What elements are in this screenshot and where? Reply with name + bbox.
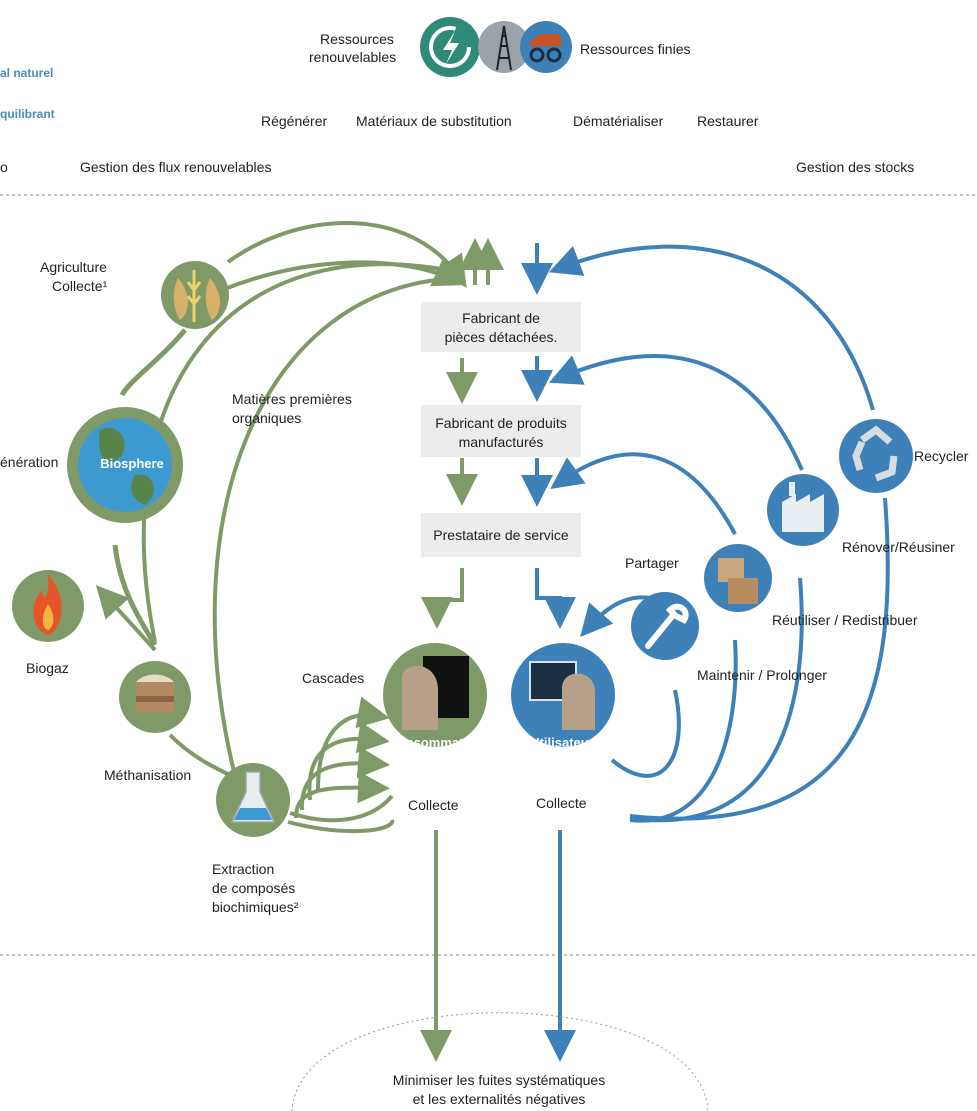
agriculture-label: Agriculture: [40, 259, 107, 275]
user-label: Utilisateur: [530, 735, 594, 750]
leakage-zone-outline: [291, 1012, 709, 1111]
biogas-label: Biogaz: [26, 660, 69, 676]
collect-footnote-label: Collecte¹: [52, 278, 108, 294]
service-provider-box: [421, 513, 581, 557]
share-label: Partager: [625, 555, 679, 571]
recycle-icon: [839, 419, 913, 493]
methanisation-icon: [119, 661, 191, 733]
recycle-label: Recycler: [914, 448, 969, 464]
cascades-label: Cascades: [302, 670, 364, 686]
product-manufacturer-box: [421, 405, 581, 457]
action-regenerate: Régénérer: [261, 113, 327, 129]
reuse-label: Réutiliser / Redistribuer: [772, 612, 918, 628]
boxes-icon: [704, 544, 772, 612]
stock-management-label: Gestion des stocks: [796, 159, 914, 175]
maintain-label: Maintenir / Prolonger: [697, 667, 827, 683]
agriculture-icon: [161, 261, 229, 329]
technical-flows: [521, 243, 890, 1062]
biosphere-globe-icon: [67, 407, 183, 523]
product-manufacturer-line1: Fabricant de produits: [435, 415, 567, 431]
extraction-label-line1: Extraction: [212, 861, 274, 877]
minimize-leaks-line2: et les externalités négatives: [413, 1091, 586, 1107]
extraction-label-line3: biochimiques²: [212, 899, 299, 915]
flux-management-label: Gestion des flux renouvelables: [80, 159, 271, 175]
renewable-energy-icon: [420, 17, 480, 77]
action-restore: Restaurer: [697, 113, 759, 129]
service-provider-label: Prestataire de service: [433, 527, 569, 543]
organic-materials-line1: Matières premières: [232, 391, 352, 407]
renovate-label: Rénover/Réusiner: [842, 539, 955, 555]
biosphere-label: Biosphere: [100, 456, 164, 471]
action-dematerialize: Dématérialiser: [573, 113, 664, 129]
product-manufacturer-line2: manufacturés: [459, 434, 544, 450]
flame-icon: [12, 570, 84, 642]
collect-left-label: Collecte: [408, 797, 459, 813]
mining-truck-icon: [520, 21, 572, 73]
parts-manufacturer-box: [421, 302, 581, 352]
header-left-line1: al naturel: [0, 66, 53, 80]
user-computer-icon: [511, 643, 615, 747]
consumer-label: Consommateur: [388, 735, 483, 750]
consumer-person-icon: [383, 643, 487, 747]
minimize-leaks-line1: Minimiser les fuites systématiques: [393, 1072, 605, 1088]
renewable-label-line2: renouvelables: [309, 49, 396, 65]
action-substitute: Matériaux de substitution: [356, 113, 512, 129]
methanisation-label: Méthanisation: [104, 767, 191, 783]
finite-resources-label: Ressources finies: [580, 41, 691, 57]
flask-icon: [216, 763, 290, 837]
oil-derrick-icon: [478, 21, 530, 73]
factory-icon: [767, 474, 839, 546]
wrench-icon: [631, 592, 699, 660]
biosphere-ring: [112, 328, 187, 647]
extraction-label-line2: de composés: [212, 880, 295, 896]
organic-materials-line2: organiques: [232, 410, 301, 426]
header-left-line3: o: [0, 159, 8, 175]
collect-right-label: Collecte: [536, 795, 587, 811]
regeneration-label: énération: [0, 454, 58, 470]
header-left-line2: quilibrant: [0, 107, 55, 121]
renewable-label-line1: Ressources: [320, 31, 394, 47]
biological-flows: [95, 221, 504, 1062]
parts-manufacturer-line2: pièces détachées.: [445, 329, 558, 345]
parts-manufacturer-line1: Fabricant de: [462, 310, 540, 326]
